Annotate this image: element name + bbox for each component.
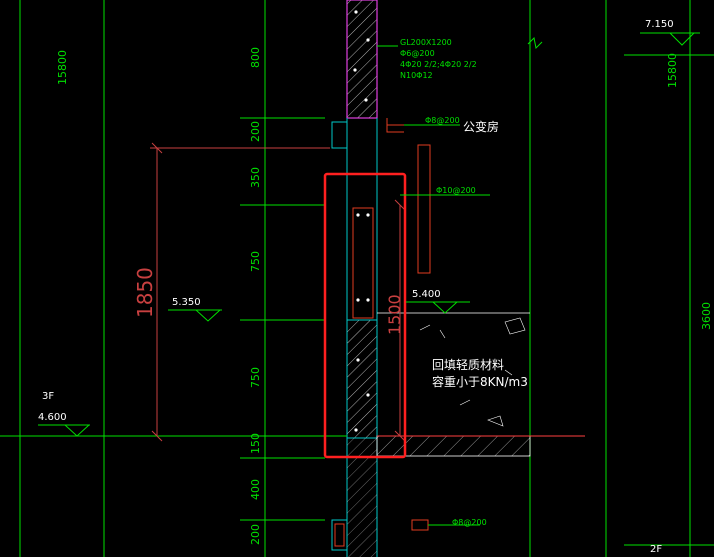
bottom-detail [331,519,480,551]
break-mark [527,36,543,50]
level-7150: 7.150 [645,19,674,30]
highlight-box [323,172,407,459]
dim-1500-text: 1500 [385,294,404,335]
dim-1850-line [150,142,330,442]
dim-350: 350 [249,167,262,188]
dim-150: 150 [249,433,262,454]
beam-stirrup: Φ6@200 [400,49,435,58]
dim-right-total: 15800 [666,53,679,88]
dim-1500-line [394,199,406,442]
floor-2f: 2F [650,544,662,555]
fill-material-line1: 回填轻质材料 [432,358,504,372]
level-markers [38,32,700,437]
rebar-mid-label: Φ10@200 [436,186,476,195]
vertical-grid-lines [19,0,691,557]
fill-material-line2: 容重小于8KN/m3 [432,374,528,389]
beam-label: GL200X1200 [400,38,452,47]
dim-200b: 200 [249,524,262,545]
dim-750b: 750 [249,367,262,388]
rebar-top-leader [386,118,460,133]
rebar-bottom-label: Φ8@200 [452,518,487,527]
dim-750a: 750 [249,251,262,272]
dim-1850-text: 1850 [133,267,157,318]
level-5350: 5.350 [172,297,201,308]
floor-3f: 3F [42,391,54,402]
beam-gl200 [346,0,378,119]
beam-bars: 4Φ20 2/2;4Φ20 2/2 [400,60,477,69]
wall-hatch-lower [346,319,378,439]
dim-400: 400 [249,479,262,500]
dim-far-right: 3600 [700,302,713,330]
rebar-dots [353,10,370,432]
level-5400: 5.400 [412,289,441,300]
rebar-top-label: Φ8@200 [425,116,460,125]
room-label: 公变房 [463,119,499,134]
rebar-mid-leader [400,144,490,274]
dim-800: 800 [249,47,262,68]
beam-n: N10Φ12 [400,71,433,80]
backfill-area [376,312,531,457]
dim-left-total: 15800 [56,50,69,85]
level-4600: 4.600 [38,412,67,423]
dim-200a: 200 [249,121,262,142]
